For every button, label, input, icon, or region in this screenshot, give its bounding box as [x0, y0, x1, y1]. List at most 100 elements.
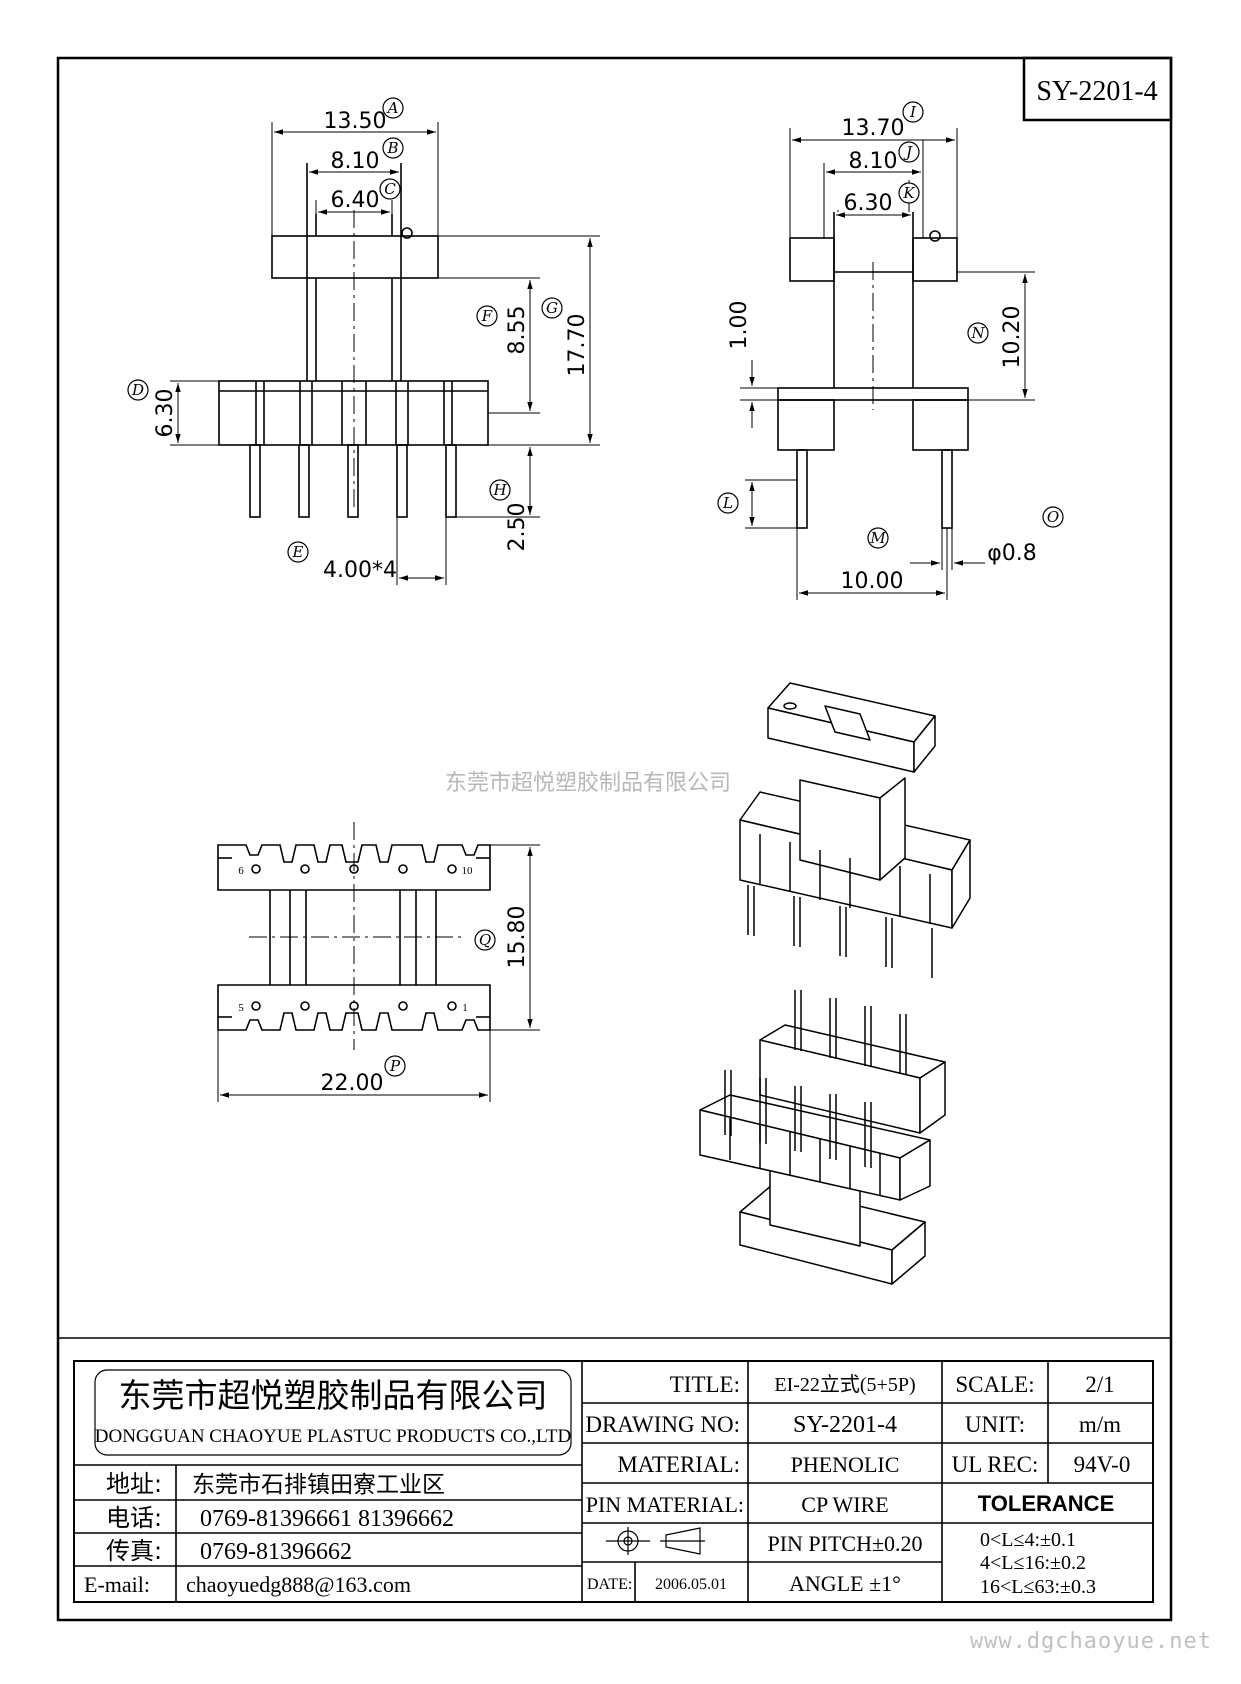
dim-j-value: 8.10 — [849, 149, 898, 174]
callout-circle-c — [379, 178, 401, 200]
callout-circle-i — [902, 101, 924, 123]
unit-label: UNIT: — [965, 1412, 1025, 1437]
fax-label: 传真: — [106, 1537, 162, 1565]
bottom-view — [217, 822, 540, 1102]
callout-circle-p — [384, 1055, 406, 1077]
pin-pitch-note: PIN PITCH±0.20 — [767, 1531, 922, 1556]
callout-circle-k — [898, 182, 920, 204]
callout-d: D — [131, 381, 144, 399]
scale-value: 2/1 — [1085, 1372, 1114, 1397]
callout-i: I — [909, 103, 917, 121]
watermark-company: 东莞市超悦塑胶制品有限公司 — [445, 771, 731, 796]
address-value: 东莞市石排镇田寮工业区 — [192, 1472, 445, 1498]
dim-i-value: 13.70 — [842, 116, 905, 141]
dim-q-value: 15.80 — [505, 906, 530, 969]
title-label: TITLE: — [670, 1372, 740, 1397]
tolerance-row-1: 0<L≤4:±0.1 — [980, 1529, 1076, 1551]
scale-label: SCALE: — [955, 1372, 1034, 1397]
company-name-en: DONGGUAN CHAOYUE PLASTUC PRODUCTS CO.,LT… — [95, 1426, 571, 1447]
drawing-no-label: DRAWING NO: — [585, 1412, 740, 1437]
callout-n: N — [970, 324, 985, 342]
callout-q: Q — [479, 931, 491, 949]
callout-f: F — [481, 307, 493, 325]
email-value: chaoyuedg888@163.com — [186, 1572, 411, 1597]
pin-material-label: PIN MATERIAL: — [586, 1492, 744, 1517]
fax-value: 0769-81396662 — [200, 1539, 352, 1565]
title-block — [73, 1360, 1154, 1603]
callout-m: M — [869, 529, 886, 547]
callout-circle-q — [474, 929, 496, 951]
callout-b: B — [386, 139, 398, 157]
callout-circle-j — [898, 141, 920, 163]
company-name-cn: 东莞市超悦塑胶制品有限公司 — [119, 1376, 548, 1415]
ul-rec-value: 94V-0 — [1074, 1452, 1131, 1477]
unit-value: m/m — [1079, 1412, 1121, 1437]
dim-f-value: 8.55 — [505, 306, 530, 355]
callout-k: K — [902, 184, 915, 202]
material-value: PHENOLIC — [791, 1452, 900, 1477]
callout-p: P — [389, 1057, 401, 1075]
callout-c: C — [384, 180, 396, 198]
date-value: 2006.05.01 — [655, 1576, 727, 1593]
tolerance-row-2: 4<L≤16:±0.2 — [980, 1552, 1086, 1574]
isometric-view-bottom — [699, 990, 946, 1285]
pin-number-6: 6 — [238, 865, 244, 877]
part-number-box: SY-2201-4 — [1022, 56, 1173, 122]
outer-border — [56, 56, 1173, 1622]
angle-note: ANGLE ±1° — [789, 1571, 901, 1596]
tolerance-label: TOLERANCE — [978, 1491, 1115, 1516]
dim-l-top-value: 1.00 — [727, 301, 752, 350]
projection-symbol-icon — [606, 1527, 705, 1555]
phone-label: 电话: — [106, 1504, 162, 1532]
callout-g: G — [546, 299, 558, 317]
dim-n-value: 10.20 — [1000, 306, 1025, 369]
callout-circle-h — [489, 479, 511, 501]
callout-circle-o — [1042, 506, 1064, 528]
dim-g-value: 17.70 — [565, 314, 590, 377]
callout-circle-d — [127, 379, 149, 401]
dim-k-value: 6.30 — [844, 191, 893, 216]
email-label: E-mail: — [84, 1572, 150, 1597]
side-view — [740, 128, 1035, 600]
address-label: 地址: — [106, 1470, 162, 1498]
callout-circle-l — [717, 492, 739, 514]
callout-circle-g — [541, 297, 563, 319]
callout-letters: A B C D E F G H I J K L M N O P Q — [131, 99, 1059, 1075]
callout-l: L — [722, 494, 733, 512]
callout-circles — [127, 97, 1064, 1077]
tolerance-row-3: 16<L≤63:±0.3 — [980, 1576, 1096, 1598]
callout-h: H — [492, 481, 507, 499]
watermark-url: www.dgchaoyue.net — [970, 1629, 1212, 1654]
dim-e-value: 4.00*4 — [323, 558, 397, 583]
dim-d-value: 6.30 — [153, 389, 178, 438]
ul-rec-label: UL REC: — [952, 1452, 1039, 1477]
pin-number-1: 1 — [462, 1002, 468, 1014]
phone-value: 0769-81396661 81396662 — [200, 1506, 454, 1532]
date-label: DATE: — [587, 1576, 632, 1593]
dim-c-value: 6.40 — [331, 188, 380, 213]
dim-a-value: 13.50 — [324, 109, 387, 134]
front-view — [170, 122, 600, 585]
material-label: MATERIAL: — [617, 1452, 740, 1477]
callout-a: A — [386, 99, 399, 117]
dim-p-value: 22.00 — [321, 1071, 384, 1096]
part-number: SY-2201-4 — [1036, 76, 1157, 107]
dim-b-value: 8.10 — [331, 149, 380, 174]
callout-o: O — [1047, 508, 1059, 526]
pin-material-value: CP WIRE — [801, 1492, 888, 1517]
title-value: EI-22立式(5+5P) — [774, 1373, 915, 1396]
callout-e: E — [292, 543, 304, 561]
callout-circle-f — [476, 305, 498, 327]
drawing-no-value: SY-2201-4 — [793, 1412, 897, 1438]
pin-number-10: 10 — [462, 865, 474, 877]
isometric-view-top — [739, 682, 971, 978]
pin-number-5: 5 — [238, 1002, 244, 1014]
callout-circle-n — [967, 322, 989, 344]
dim-m-value: 10.00 — [841, 569, 904, 594]
dim-h-value: 2.50 — [505, 503, 530, 552]
dim-o-value: φ0.8 — [987, 541, 1037, 566]
callout-circle-b — [382, 137, 404, 159]
callout-circle-m — [867, 527, 889, 549]
callout-j: J — [903, 143, 913, 161]
